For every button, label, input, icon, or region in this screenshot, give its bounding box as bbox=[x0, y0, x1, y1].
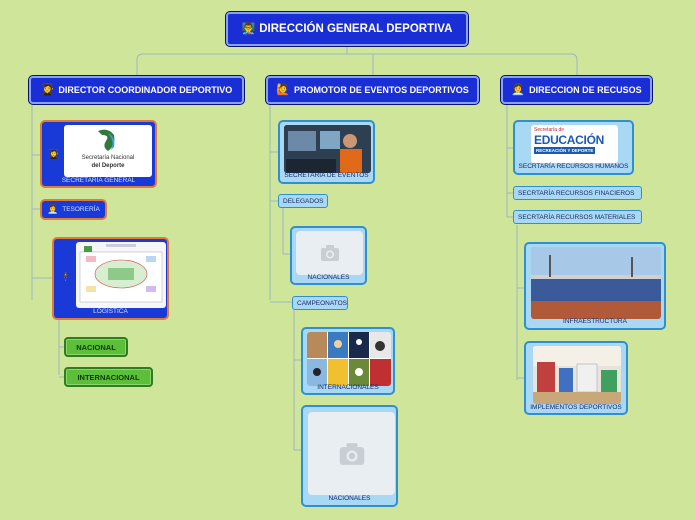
educacion-logo: Secretaría de EDUCACIÓN RECREACIÓN Y DEP… bbox=[531, 125, 618, 163]
tesoreria-label: TESORERÍA bbox=[62, 206, 100, 213]
stadium-plan-image bbox=[76, 242, 166, 308]
infraestructura-node[interactable]: INFRAESTRUCTURA bbox=[524, 242, 666, 330]
stadium-photo bbox=[531, 247, 661, 319]
logo-main-text: EDUCACIÓN bbox=[534, 133, 604, 147]
secretaria-eventos-label: SECRETARÍA DE EVENTOS bbox=[284, 172, 369, 179]
sports-collage-image bbox=[307, 332, 391, 386]
recursos-humanos-node[interactable]: Secretaría de EDUCACIÓN RECREACIÓN Y DEP… bbox=[513, 120, 634, 175]
delegados-node[interactable]: DELEGADOS bbox=[278, 194, 328, 208]
person-icon: 👩‍💼 bbox=[47, 204, 59, 214]
campeonatos-node[interactable]: CAMPEONATOS bbox=[292, 296, 348, 310]
infraestructura-label: INFRAESTRUCTURA bbox=[563, 318, 627, 325]
logo-sub-text: RECREACIÓN Y DEPORTE bbox=[534, 147, 596, 154]
branch-director[interactable]: 👩‍🎓 DIRECTOR COORDINADOR DEPORTIVO bbox=[29, 76, 244, 104]
raising-hand-icon: 🙋 bbox=[276, 83, 290, 96]
branch-promotor[interactable]: 🙋 PROMOTOR DE EVENTOS DEPORTIVOS bbox=[266, 76, 479, 104]
secretaria-general-label: SECRETARÍA GENERAL bbox=[61, 177, 136, 184]
person-icon: 👩‍🎓 bbox=[48, 149, 60, 159]
gym-equipment-photo bbox=[533, 346, 621, 404]
office-worker-icon: 👩‍💼 bbox=[511, 83, 526, 96]
branch-promotor-label: PROMOTOR DE EVENTOS DEPORTIVOS bbox=[294, 85, 469, 95]
secretaria-eventos-node[interactable]: SECRETARÍA DE EVENTOS bbox=[278, 120, 375, 184]
logo-line2: del Deporte bbox=[91, 163, 125, 169]
root-node[interactable]: 👨‍🏫 DIRECCIÓN GENERAL DEPORTIVA bbox=[226, 12, 468, 46]
logistica-node[interactable]: 🕴 LOGÍSTICA bbox=[52, 237, 169, 320]
camera-placeholder-icon bbox=[296, 231, 363, 275]
graduate-icon: 👩‍🎓 bbox=[40, 83, 55, 96]
tesoreria-node[interactable]: 👩‍💼 TESORERÍA bbox=[40, 199, 107, 220]
logo-line1: Secretaría Nacional bbox=[81, 155, 135, 161]
recursos-materiales-node[interactable]: SECRTARÍA RECURSOS MATERIALES bbox=[513, 210, 642, 224]
delegados-nacionales-node[interactable]: NACIONALES bbox=[290, 226, 367, 285]
recursos-financieros-node[interactable]: SECRTARÍA RECURSOS FINACIEROS bbox=[513, 186, 642, 200]
secretaria-general-node[interactable]: 👩‍🎓 Secretaría Nacional del Deporte SECR… bbox=[40, 120, 157, 188]
logistica-label: LOGÍSTICA bbox=[93, 308, 128, 315]
root-title: DIRECCIÓN GENERAL DEPORTIVA bbox=[259, 23, 453, 35]
person-icon: 🕴 bbox=[60, 272, 72, 282]
internacional-node[interactable]: INTERNACIONAL bbox=[64, 367, 153, 387]
internacionales-label: INTERNACIONALES bbox=[317, 384, 379, 391]
campeonatos-nacionales-node[interactable]: NACIONALES bbox=[301, 405, 398, 507]
implementos-label: IMPLEMENTOS DEPORTIVOS bbox=[530, 404, 622, 411]
nacional-node[interactable]: NACIONAL bbox=[64, 337, 128, 357]
logo-top-text: Secretaría de bbox=[534, 127, 565, 133]
event-photo bbox=[284, 125, 371, 173]
delegados-nacionales-label: NACIONALES bbox=[307, 274, 350, 281]
branch-director-label: DIRECTOR COORDINADOR DEPORTIVO bbox=[58, 85, 233, 95]
camera-placeholder-icon bbox=[308, 412, 395, 495]
secretaria-nacional-logo: Secretaría Nacional del Deporte bbox=[64, 125, 152, 177]
implementos-node[interactable]: IMPLEMENTOS DEPORTIVOS bbox=[524, 341, 628, 415]
recursos-humanos-label: SECRTARÍA RECURSOS HUMANOS bbox=[518, 163, 629, 170]
branch-recursos-label: DIRECCION DE RECUSOS bbox=[529, 85, 642, 95]
campeonatos-nacionales-label: NACIONALES bbox=[328, 495, 371, 502]
teacher-icon: 👨‍🏫 bbox=[241, 22, 256, 35]
internacionales-node[interactable]: INTERNACIONALES bbox=[301, 327, 395, 395]
branch-recursos[interactable]: 👩‍💼 DIRECCION DE RECUSOS bbox=[501, 76, 652, 104]
